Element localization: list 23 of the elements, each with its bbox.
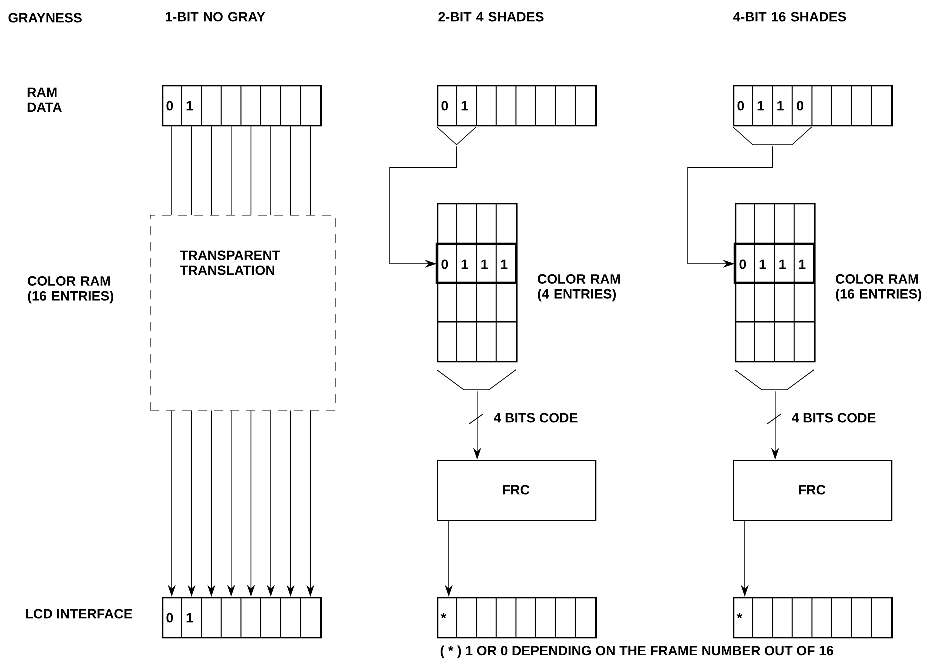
column-heading: 4-BIT 16 SHADES <box>733 12 846 22</box>
register-box: 0 1 1 0 <box>733 84 893 127</box>
register-box: 0 1 <box>162 596 322 639</box>
color-ram-grid: 0 1 1 1 <box>436 202 518 363</box>
side-label: COLOR RAM (4 ENTRIES) <box>538 274 620 302</box>
column-heading: 1-BIT NO GRAY <box>166 12 266 22</box>
side-label: COLOR RAM (16 ENTRIES) <box>836 274 922 302</box>
row-label: LCD INTERFACE <box>26 609 132 619</box>
register-box: 0 1 <box>437 84 597 127</box>
frc-box: FRC <box>437 460 597 522</box>
register-box: * <box>733 596 893 639</box>
frc-box: FRC <box>733 460 893 522</box>
row-heading: GRAYNESS <box>8 13 82 23</box>
column-heading: 2-BIT 4 SHADES <box>438 12 544 22</box>
footnote: ( * ) 1 OR 0 DEPENDING ON THE FRAME NUMBER OUT OF 16 <box>440 646 834 658</box>
lookup-table-box: TRANSPARENT TRANSLATION <box>150 215 336 411</box>
row-label: COLOR RAM (16 ENTRIES) <box>28 276 114 304</box>
register-box: * <box>437 596 597 639</box>
color-ram-grid: 0 1 1 1 <box>734 202 816 363</box>
edge-label: 4 BITS CODE <box>492 412 580 424</box>
edge-label: 4 BITS CODE <box>790 412 878 424</box>
register-box: 0 1 <box>162 84 322 127</box>
row-label: RAM DATA <box>28 88 62 112</box>
